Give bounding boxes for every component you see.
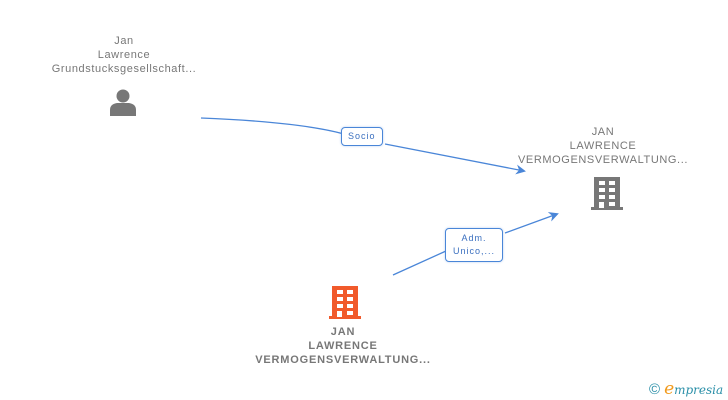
empresia-logo[interactable]: ©empresia xyxy=(649,379,723,399)
edge-label-socio-text: Socio xyxy=(348,131,376,141)
node-main-line-1: JAN xyxy=(330,326,356,338)
node-main-company-label[interactable]: JAN LAWRENCE VERMOGENSVERWALTUNG... xyxy=(243,325,443,367)
brand-e: e xyxy=(664,379,675,399)
node-person-line-3: Grundstucksgesellschaft... xyxy=(51,63,197,75)
node-main-line-3: VERMOGENSVERWALTUNG... xyxy=(255,354,431,366)
edge-label-adm-line-1: Adm. xyxy=(461,233,487,243)
node-person-label[interactable]: Jan Lawrence Grundstucksgesellschaft... xyxy=(24,34,224,76)
node-target-company-label[interactable]: JAN LAWRENCE VERMOGENSVERWALTUNG... xyxy=(503,125,703,167)
building-icon[interactable] xyxy=(590,176,624,210)
copyright-icon: © xyxy=(649,381,661,398)
node-target-line-3: VERMOGENSVERWALTUNG... xyxy=(517,154,689,166)
brand-name: mpresia xyxy=(674,383,724,397)
node-main-line-2: LAWRENCE xyxy=(308,340,378,352)
node-person-line-2: Lawrence xyxy=(97,49,151,61)
node-target-line-2: LAWRENCE xyxy=(569,140,637,152)
building-icon-highlighted[interactable] xyxy=(328,285,362,319)
edge-adm-unico xyxy=(392,214,557,276)
edge-label-adm-unico[interactable]: Adm. Unico,... xyxy=(445,228,504,262)
node-target-line-1: JAN xyxy=(591,126,615,138)
person-icon[interactable] xyxy=(109,88,137,116)
edge-label-adm-line-2: Unico,... xyxy=(453,246,496,256)
edge-label-socio[interactable]: Socio xyxy=(341,127,383,146)
node-person-line-1: Jan xyxy=(114,35,134,47)
edge-socio xyxy=(200,117,524,171)
